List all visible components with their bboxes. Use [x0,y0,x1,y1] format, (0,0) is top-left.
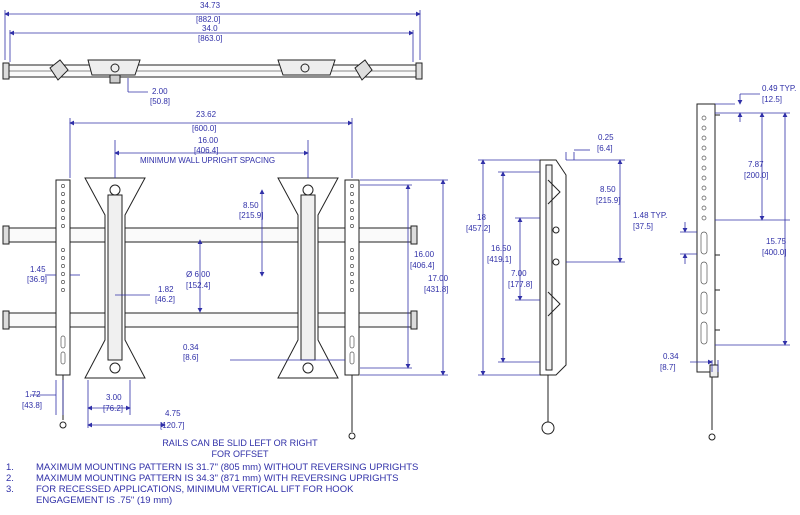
dim-front-17-00-mm: [431.8] [424,285,448,294]
dim-front-0-34-mm: [8.6] [183,353,199,362]
dim-upright-15-75-mm: [400.0] [762,248,786,257]
rails-note: RAILS CAN BE SLID LEFT OR RIGHT FOR OFFS… [140,438,340,460]
dim-front-1-82-mm: [46.2] [155,295,175,304]
upright-holes [700,115,708,345]
dim-front-diameter: Ø 6.00 [186,270,211,279]
dim-top-overall: 34.73 [200,1,221,10]
dim-front-3-00: 3.00 [106,393,122,402]
side-view-dims [478,149,625,376]
dim-side-8-50-mm: [215.9] [596,196,620,205]
dim-top-inner-mm: [863.0] [198,34,222,43]
upright-dims [680,93,790,372]
note-1: 1. MAXIMUM MOUNTING PATTERN IS 31.7" (805… [6,462,418,473]
upright-side-view [696,103,720,441]
side-view [539,159,567,435]
dim-upright-15-75: 15.75 [766,237,787,246]
dim-side-16-50-mm: [419.1] [487,255,511,264]
dim-front-1-45-mm: [36.9] [27,275,47,284]
dim-top-overall-mm: [882.0] [196,15,220,24]
rails-note-line-1: RAILS CAN BE SLID LEFT OR RIGHT [162,438,318,448]
dim-top-inner: 34.0 [202,24,218,33]
note-3: 3. FOR RECESSED APPLICATIONS, MINIMUM VER… [6,484,353,495]
dim-side-7-00: 7.00 [511,269,527,278]
dim-front-3-00-mm: [76.2] [103,404,123,413]
dim-upright-7-87: 7.87 [748,160,764,169]
top-view-dims [4,10,421,93]
dim-upright-0-34-mm: [8.7] [660,363,676,372]
note-1-number: 1. [6,462,14,473]
dim-upright-0-49: 0.49 TYP. [762,84,796,93]
dim-side-18: 18 [477,213,486,222]
note-3-continued: ENGAGEMENT IS .75" (19 mm) [6,495,172,506]
dim-upright-0-49-mm: [12.5] [762,95,782,104]
dim-front-16-00-mm: [406.4] [410,261,434,270]
dim-front-0-34: 0.34 [183,343,199,352]
dim-side-18-mm: [457.2] [466,224,490,233]
dim-front-4-75: 4.75 [165,409,181,418]
dim-front-16-00: 16.00 [414,250,435,259]
dim-upright-1-48-mm: [37.5] [633,222,653,231]
rails-note-line-2: FOR OFFSET [211,449,269,459]
dim-front-width: 23.62 [196,110,217,119]
dim-side-0-25-mm: [6.4] [597,144,613,153]
note-2-number: 2. [6,473,14,484]
front-upright-holes [60,184,355,365]
note-3-continued-text: ENGAGEMENT IS .75" (19 mm) [36,495,173,506]
dim-front-1-72: 1.72 [25,390,41,399]
dim-side-0-25: 0.25 [598,133,614,142]
dim-front-4-75-mm: [120.7] [160,421,184,430]
note-3-number: 3. [6,484,14,495]
dim-front-spacing-mm: [406.4] [194,146,218,155]
dim-front-1-82: 1.82 [158,285,174,294]
label-min-wall-upright-spacing: MINIMUM WALL UPRIGHT SPACING [140,156,275,165]
dim-front-diameter-mm: [152.4] [186,281,210,290]
dim-front-1-45: 1.45 [30,265,46,274]
dim-upright-7-87-mm: [200.0] [744,171,768,180]
dim-top-hook: 2.00 [152,87,168,96]
dim-front-1-72-mm: [43.8] [22,401,42,410]
dim-front-vert-a: 8.50 [243,201,259,210]
dim-side-7-00-mm: [177.8] [508,280,532,289]
dim-front-vert-a-mm: [215.9] [239,211,263,220]
note-3-text: FOR RECESSED APPLICATIONS, MINIMUM VERTI… [36,484,354,495]
dim-front-width-mm: [600.0] [192,124,216,133]
dim-front-17-00: 17.00 [428,274,449,283]
dim-upright-0-34: 0.34 [663,352,679,361]
note-2: 2. MAXIMUM MOUNTING PATTERN IS 34.3" (871… [6,473,398,484]
note-2-text: MAXIMUM MOUNTING PATTERN IS 34.3" (871 m… [36,473,399,484]
dim-upright-1-48: 1.48 TYP. [633,211,667,220]
dim-side-8-50: 8.50 [600,185,616,194]
front-view [2,177,418,440]
dim-top-hook-mm: [50.8] [150,97,170,106]
dim-side-16-50: 16.50 [491,244,512,253]
top-view [2,59,423,84]
note-1-text: MAXIMUM MOUNTING PATTERN IS 31.7" (805 m… [36,462,419,473]
dim-front-spacing: 16.00 [198,136,219,145]
front-view-dims [30,118,448,428]
